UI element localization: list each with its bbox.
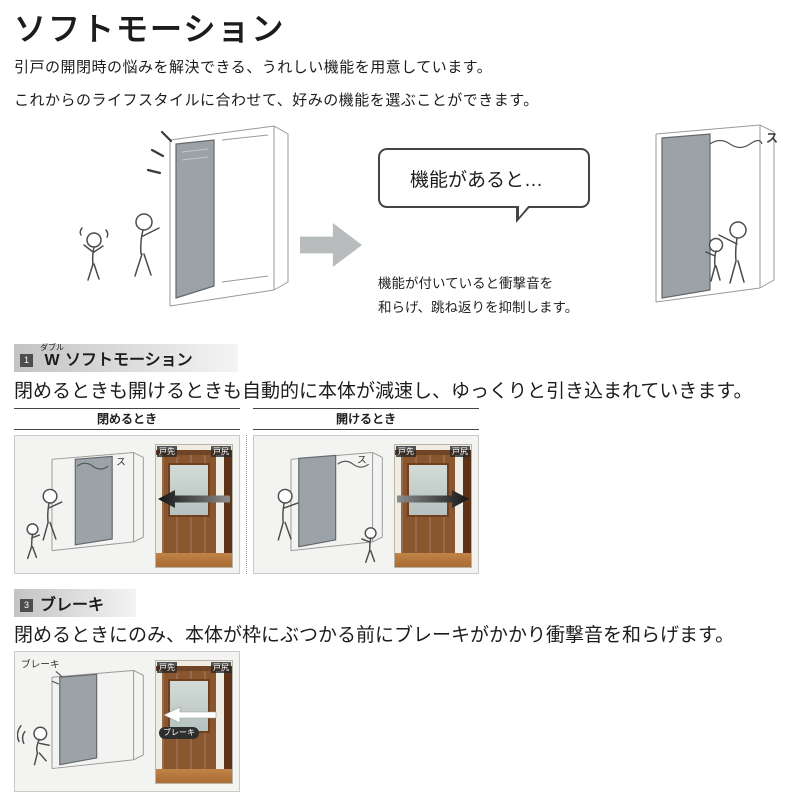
adult-figure <box>718 221 747 284</box>
soft-sound-text: ス <box>766 131 778 145</box>
door-frame-lines <box>169 125 289 307</box>
brake-badge: ブレーキ <box>159 727 199 739</box>
title-rest: ソフトモーション <box>65 352 193 369</box>
tag-door-front: 戸先 <box>396 446 416 457</box>
brake-arrow-left-icon <box>163 706 217 724</box>
hero-caption-line1: 機能が付いていると衝撃音を <box>378 276 554 291</box>
direction-arrow-left-icon <box>158 490 230 508</box>
door-panel <box>175 139 215 299</box>
panel-label-closing: 閉めるとき <box>14 408 240 430</box>
tag-door-rear: 戸尻 <box>450 446 470 457</box>
glide-squiggle <box>709 139 763 149</box>
door-frame-top <box>395 450 471 455</box>
door-photo-brake: 戸先 戸尻 ブレーキ <box>155 660 233 784</box>
door-glass <box>407 463 449 517</box>
panel-divider <box>246 435 247 574</box>
direction-arrow-right-icon <box>397 490 469 508</box>
title-initial: W <box>44 352 60 369</box>
intro-line-1: 引戸の開閉時の悩みを解決できる、うれしい機能を用意しています。 <box>14 59 493 76</box>
floor <box>395 553 471 567</box>
adult-figure <box>277 488 299 541</box>
section-header-w-soft-motion: 1 ダブル W ソフトモーション <box>14 344 238 372</box>
child-figure <box>705 237 724 282</box>
soft-sound-text: ス <box>357 455 367 466</box>
child-figure <box>361 527 377 564</box>
adult-figure <box>42 488 63 541</box>
furigana: ダブル <box>40 343 64 352</box>
intro-line-2: これからのライフスタイルに合わせて、好みの機能を選ぶことができます。 <box>14 92 539 109</box>
speech-bubble-text: 機能があると… <box>410 169 544 191</box>
transition-arrow-icon <box>300 223 362 267</box>
door-frame-top <box>156 450 232 455</box>
panel-closing: ス 戸先 戸尻 <box>14 435 240 574</box>
door-photo-opening: 戸先 戸尻 <box>394 444 472 568</box>
section-title: ダブル W ソフトモーション <box>40 344 193 369</box>
impact-marks <box>146 130 173 175</box>
tag-door-front: 戸先 <box>157 446 177 457</box>
door-panel <box>661 133 711 299</box>
illustration-door-soft-close: ス <box>655 124 778 303</box>
child-figure <box>79 227 109 281</box>
section-number-badge: 1 <box>20 354 33 367</box>
panel-opening: ス 戸先 戸尻 <box>253 435 479 574</box>
brake-description: 閉めるときにのみ、本体が枠にぶつかる前にブレーキがかかり衝撃音を和らげます。 <box>14 625 735 646</box>
crouching-figure <box>17 725 50 766</box>
illustration-brake: ブレーキ <box>17 658 144 770</box>
door-frame-lines <box>655 124 775 303</box>
brake-label-text: ブレーキ <box>21 658 60 671</box>
panel-brake: ブレーキ 戸先 戸尻 ブレーキ <box>14 651 240 792</box>
illustration-opening: ス <box>277 452 383 564</box>
speech-bubble: 機能があると… <box>378 148 590 223</box>
door-frame-right <box>224 666 232 769</box>
hero-caption: 機能が付いていると衝撃音を 和らげ、跳ね返りを抑制します。 <box>378 272 578 319</box>
floor <box>156 553 232 567</box>
door-frame-top <box>156 666 232 671</box>
illustration-door-slam <box>79 125 289 307</box>
panel-label-opening: 開けるとき <box>253 408 479 430</box>
w-soft-motion-description: 閉めるときも開けるときも自動的に本体が減速し、ゆっくりと引き込まれていきます。 <box>14 381 753 402</box>
page-title: ソフトモーション <box>14 11 286 47</box>
door-photo-closing: 戸先 戸尻 <box>155 444 233 568</box>
tag-door-rear: 戸尻 <box>211 446 231 457</box>
door <box>401 455 455 553</box>
soft-sound-text: ス <box>116 457 126 468</box>
illustration-closing: ス <box>26 452 144 560</box>
door <box>162 671 216 769</box>
ruby-w: ダブル W <box>40 344 64 369</box>
door-frame-right <box>463 450 471 553</box>
section-title: ブレーキ <box>40 597 105 614</box>
door-glass <box>168 679 210 733</box>
section-header-brake: 3 ブレーキ <box>14 589 136 617</box>
adult-figure <box>134 213 160 277</box>
floor <box>156 769 232 783</box>
tag-door-rear: 戸尻 <box>211 662 231 673</box>
section-number-badge: 3 <box>20 599 33 612</box>
child-figure <box>26 523 41 560</box>
tag-door-front: 戸先 <box>157 662 177 673</box>
hero-caption-line2: 和らげ、跳ね返りを抑制します。 <box>378 299 579 315</box>
